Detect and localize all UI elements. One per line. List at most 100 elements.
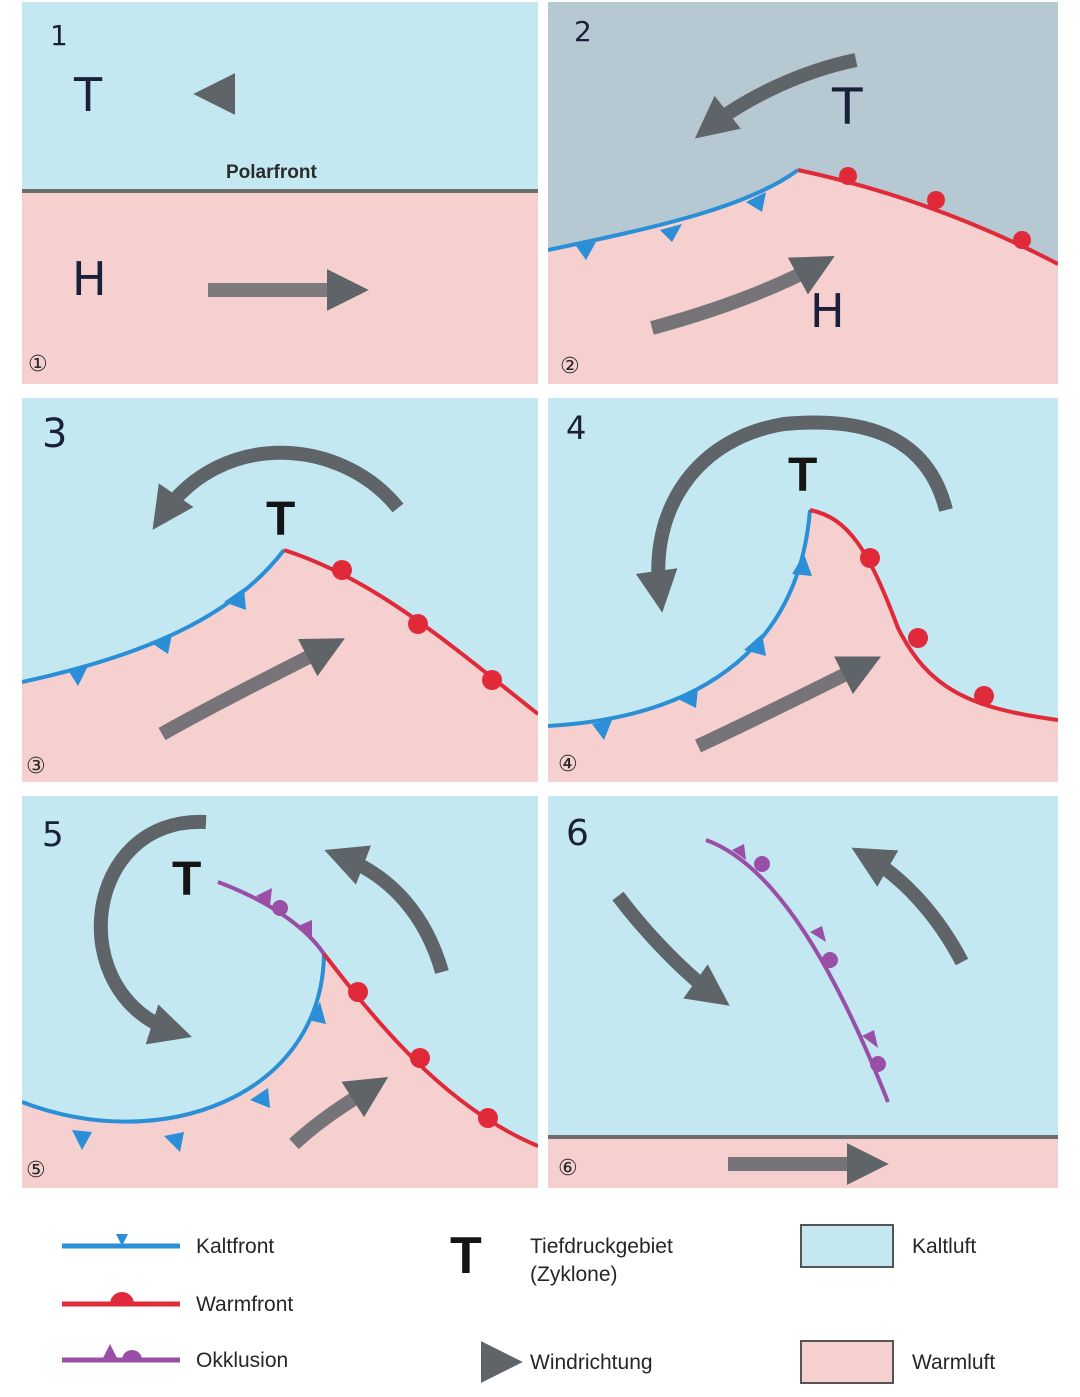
warm-air-region — [548, 510, 1058, 782]
legend-low-pressure-label-line2: (Zyklone) — [530, 1263, 618, 1286]
wind-arrow — [694, 53, 858, 139]
cold-front-line — [548, 168, 800, 252]
panel-1-number: 1 — [50, 19, 68, 52]
warm-front-semicircle — [348, 982, 368, 1002]
cold-front-triangle — [150, 634, 172, 654]
warm-front-line — [283, 548, 538, 716]
panel-1: 1 T H Polarfront ① — [22, 2, 538, 384]
legend-warm-front-label: Warmfront — [196, 1293, 294, 1316]
panel-4: 4 T ④ — [548, 398, 1058, 782]
low-pressure-symbol: T — [832, 78, 863, 136]
panel-2-circled-number: ② — [560, 354, 580, 379]
legend-occlusion-semicircle — [122, 1350, 142, 1360]
low-pressure-symbol: T — [74, 68, 103, 122]
cold-front-triangle — [72, 1130, 92, 1150]
panel-6: 6 ⑥ — [548, 796, 1058, 1188]
warm-front-semicircle — [927, 191, 945, 209]
panel-3-circled-number: ③ — [26, 754, 46, 779]
legend-warm-air-label: Warmluft — [912, 1351, 996, 1374]
warm-front-semicircle — [482, 670, 502, 690]
legend-graphic — [62, 1234, 523, 1383]
wind-arrow — [695, 656, 882, 753]
cold-front-triangle — [308, 1002, 326, 1024]
cold-front-triangle — [68, 666, 88, 686]
wind-arrow — [289, 1076, 389, 1150]
cold-front-triangle — [744, 634, 766, 656]
panel-5-number: 5 — [42, 815, 64, 855]
cold-front-triangle — [576, 242, 596, 260]
occlusion-semicircle — [754, 856, 770, 872]
panel-2-number: 2 — [574, 15, 592, 48]
cold-front-triangle — [660, 224, 682, 242]
wind-arrow — [152, 445, 404, 530]
panel-5-graphic — [22, 796, 538, 1188]
legend-cold-front-triangle — [116, 1234, 128, 1246]
cold-front-triangle — [224, 588, 246, 610]
panel-3: 3 T ③ — [22, 398, 538, 782]
cold-front-triangle — [792, 554, 812, 576]
legend-cold-front-label: Kaltfront — [196, 1235, 275, 1258]
high-pressure-symbol: H — [72, 252, 107, 306]
wind-arrow — [324, 845, 449, 974]
panel-6-number: 6 — [566, 813, 589, 854]
low-pressure-symbol: T — [788, 449, 818, 502]
legend-occlusion-triangle — [102, 1344, 118, 1360]
warm-front-semicircle — [908, 628, 928, 648]
cold-front-triangle — [592, 720, 612, 740]
warm-air-region — [22, 954, 538, 1188]
legend-cold-air-swatch — [800, 1224, 894, 1268]
cold-air-region — [548, 796, 1058, 1136]
occlusion-semicircle — [272, 900, 288, 916]
warm-front-semicircle — [410, 1048, 430, 1068]
wind-arrow — [158, 638, 345, 741]
panel-3-number: 3 — [42, 411, 68, 457]
wind-arrow — [93, 814, 207, 1045]
legend-wind-label: Windrichtung — [530, 1351, 653, 1374]
occlusion-triangle — [862, 1030, 878, 1048]
occlusion-line — [705, 838, 890, 1103]
cold-front-line — [22, 953, 326, 1124]
wind-arrow — [650, 255, 835, 335]
warm-front-semicircle — [1013, 231, 1031, 249]
legend-warm-air-swatch — [800, 1340, 894, 1384]
occlusion-line — [217, 880, 326, 956]
panel-1-circled-number: ① — [28, 352, 48, 377]
occlusion-semicircle — [870, 1056, 886, 1072]
cold-front-triangle — [250, 1088, 270, 1108]
wind-arrow — [851, 847, 969, 966]
panel-1-graphic — [22, 2, 538, 384]
occlusion-triangle — [256, 888, 272, 906]
warm-front-semicircle — [332, 560, 352, 580]
cold-front-line — [22, 548, 286, 684]
legend-low-pressure-symbol: T — [450, 1227, 482, 1285]
low-pressure-symbol: T — [266, 493, 296, 546]
warm-front-semicircle — [478, 1108, 498, 1128]
occlusion-triangle — [298, 920, 312, 938]
legend: Kaltfront Warmfront Okklusion T Tiefdruc… — [22, 1200, 1058, 1390]
panel-2: 2 T H ② — [548, 2, 1058, 384]
wind-arrow — [612, 891, 730, 1006]
warm-front-semicircle — [408, 614, 428, 634]
warm-front-semicircle — [974, 686, 994, 706]
low-pressure-symbol: T — [172, 853, 202, 906]
panel-2-graphic — [548, 2, 1058, 384]
polarfront-label: Polarfront — [226, 162, 317, 183]
occlusion-triangle — [732, 844, 746, 860]
occlusion-semicircle — [822, 952, 838, 968]
legend-low-pressure-label-line1: Tiefdruckgebiet — [530, 1235, 673, 1258]
legend-warm-front-semicircle — [110, 1292, 134, 1304]
cold-front-triangle — [676, 688, 698, 708]
panel-5-circled-number: ⑤ — [26, 1158, 46, 1183]
legend-cold-air-label: Kaltluft — [912, 1235, 977, 1258]
cold-front-triangle — [164, 1132, 184, 1152]
panel-4-number: 4 — [566, 409, 587, 447]
panel-6-graphic — [548, 796, 1058, 1188]
warm-front-semicircle — [839, 167, 857, 185]
panel-3-graphic — [22, 398, 538, 782]
legend-occlusion-label: Okklusion — [196, 1349, 289, 1372]
panel-4-circled-number: ④ — [558, 752, 578, 777]
warm-front-semicircle — [860, 548, 880, 568]
high-pressure-symbol: H — [810, 284, 845, 338]
warm-front-line — [809, 508, 1058, 722]
cold-front-triangle — [746, 192, 766, 212]
